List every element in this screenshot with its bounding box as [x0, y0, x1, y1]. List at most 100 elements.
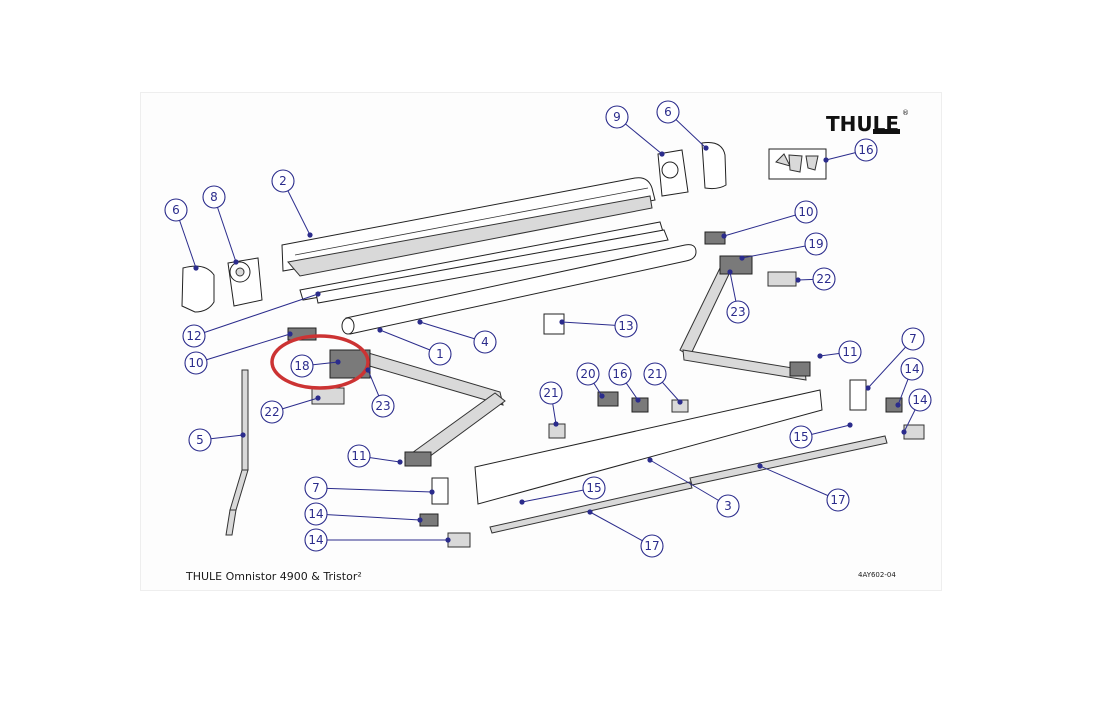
callout-bubble: [582, 476, 606, 500]
callout-16: 16: [608, 362, 641, 403]
callout-pointer: [315, 395, 321, 401]
telescopic-bar-right-part: [689, 435, 888, 486]
callout-11: 11: [347, 444, 403, 468]
drive-unit-right-part: [657, 149, 689, 197]
crank-handle-part: [225, 369, 249, 536]
callout-10: 10: [184, 331, 293, 375]
registered-mark: ®: [902, 109, 909, 117]
callout-number: 1: [436, 347, 444, 361]
callout-pointer: [677, 399, 683, 405]
callout-16: 16: [823, 138, 878, 163]
callout-number: 23: [375, 399, 390, 413]
roller-tube-part: [341, 244, 697, 335]
callout-pointer: [727, 269, 733, 275]
callout-23: 23: [726, 269, 750, 324]
callout-7: 7: [865, 327, 925, 391]
highlight-ring: [270, 334, 370, 390]
part-10-right: [704, 231, 726, 245]
fabric-rail-part: [315, 229, 669, 304]
callout-pointer: [307, 232, 313, 238]
callout-number: 14: [308, 533, 323, 547]
callout-bubble: [901, 327, 925, 351]
callout-pointer: [193, 265, 199, 271]
callout-14: 14: [901, 388, 932, 435]
callout-number: 14: [912, 393, 927, 407]
callout-3: 3: [647, 457, 740, 518]
callout-6: 6: [164, 198, 199, 271]
callout-pointer: [823, 157, 829, 163]
callout-number: 10: [188, 356, 203, 370]
callout-2: 2: [271, 169, 313, 238]
callout-pointer: [335, 359, 341, 365]
callout-14: 14: [304, 502, 423, 526]
callout-bubble: [539, 381, 563, 405]
callout-14: 14: [304, 528, 451, 552]
end-cap-left-part: [181, 265, 215, 313]
callout-number: 19: [808, 237, 823, 251]
callout-15: 15: [789, 422, 853, 449]
callout-number: 4: [481, 335, 489, 349]
callout-12: 12: [182, 291, 321, 348]
part-14-left-b: [447, 532, 471, 548]
callout-number: 5: [196, 433, 204, 447]
callout-number: 7: [909, 332, 917, 346]
callout-bubble: [428, 342, 452, 366]
callout-pointer: [757, 463, 763, 469]
callout-pointer: [901, 429, 907, 435]
callout-bubble: [188, 428, 212, 452]
callout-19: 19: [739, 232, 828, 261]
callout-bubble: [347, 444, 371, 468]
callout-6: 6: [656, 100, 709, 151]
callout-number: 3: [724, 499, 732, 513]
callout-number: 11: [842, 345, 857, 359]
callout-bubble: [838, 340, 862, 364]
callout-number: 12: [186, 329, 201, 343]
callout-5: 5: [188, 428, 246, 452]
callout-17: 17: [587, 509, 664, 558]
callout-number: 11: [351, 449, 366, 463]
callout-number: 22: [816, 272, 831, 286]
callout-number: 16: [612, 367, 627, 381]
callout-leader: [741, 243, 817, 259]
callout-number: 18: [294, 359, 309, 373]
callout-layer: 1234566778910101111121314141414151516161…: [164, 100, 932, 558]
callout-pointer: [377, 327, 383, 333]
part-14-left-a: [419, 513, 439, 527]
left-arm-part: [329, 349, 506, 467]
callout-leader: [193, 293, 319, 337]
callout-number: 21: [543, 386, 558, 400]
callout-leader: [723, 211, 807, 237]
callout-bubble: [304, 528, 328, 552]
callout-pointer: [865, 385, 871, 391]
drive-unit-left-part: [227, 257, 263, 307]
callout-number: 17: [830, 493, 845, 507]
callout-leader: [521, 487, 595, 503]
callout-bubble: [605, 105, 629, 129]
callout-20: 20: [576, 362, 605, 399]
callout-pointer: [895, 402, 901, 408]
callout-bubble: [640, 534, 664, 558]
part-22-right: [767, 271, 797, 287]
callout-pointer: [559, 319, 565, 325]
callout-pointer: [635, 397, 641, 403]
callout-bubble: [290, 354, 314, 378]
front-profile-part: [474, 389, 823, 505]
callout-pointer: [795, 277, 801, 283]
callout-bubble: [789, 425, 813, 449]
callout-pointer: [553, 421, 559, 427]
callout-pointer: [417, 319, 423, 325]
callout-17: 17: [757, 463, 850, 512]
callout-number: 2: [279, 174, 287, 188]
end-cap-7-right: [849, 379, 867, 411]
callout-pointer: [519, 499, 525, 505]
callout-leader: [649, 459, 729, 507]
callout-bubble: [202, 185, 226, 209]
callout-pointer: [847, 422, 853, 428]
callout-pointer: [397, 459, 403, 465]
callout-22: 22: [795, 267, 836, 291]
callout-bubble: [812, 267, 836, 291]
callout-bubble: [656, 100, 680, 124]
callout-bubble: [804, 232, 828, 256]
